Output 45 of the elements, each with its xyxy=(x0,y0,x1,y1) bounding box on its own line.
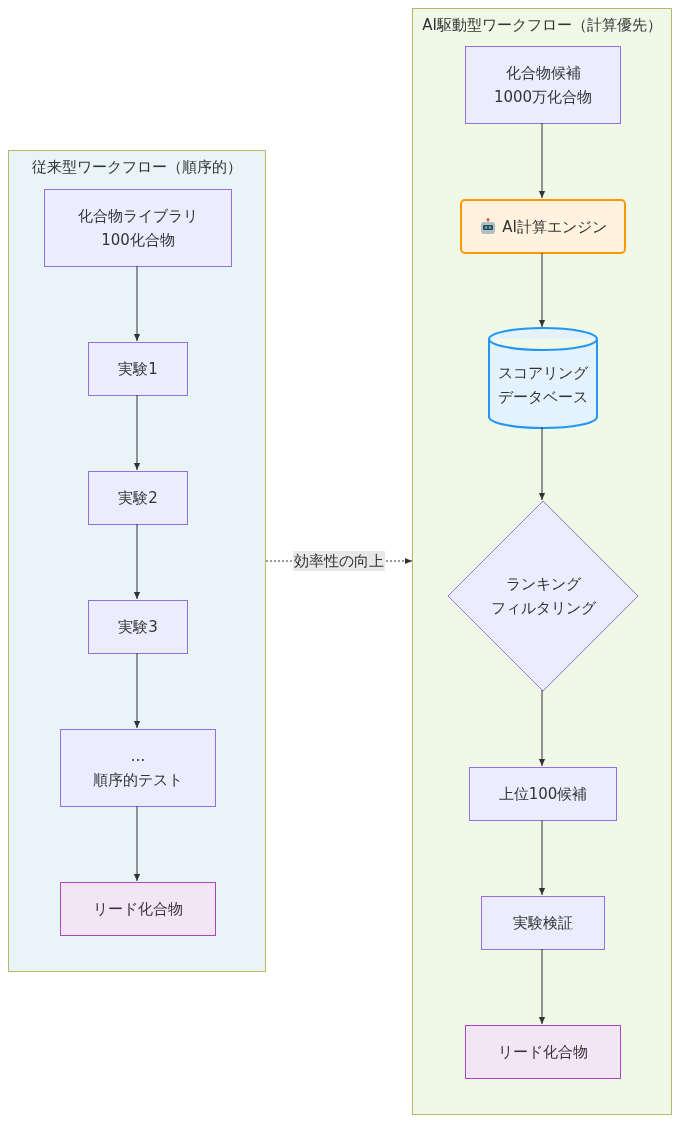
process-box xyxy=(469,767,617,821)
node-label: 実験2 xyxy=(118,488,158,509)
node-label: 実験3 xyxy=(118,617,158,638)
group-title: AI駆動型ワークフロー（計算優先） xyxy=(422,15,662,36)
process-box xyxy=(88,471,188,525)
process-box xyxy=(88,600,188,654)
node-label: ランキング xyxy=(505,574,581,595)
arrow xyxy=(133,652,141,729)
node-label: 上位100候補 xyxy=(498,784,588,805)
result-box xyxy=(60,882,216,936)
node-label: フィルタリング xyxy=(490,598,596,619)
process-box xyxy=(44,189,232,267)
node-label: 100化合物 xyxy=(101,230,175,251)
arrow xyxy=(538,122,546,199)
engine-box xyxy=(460,199,626,254)
result-box xyxy=(465,1025,621,1079)
node-label: 実験検証 xyxy=(513,913,573,934)
group-title: 従来型ワークフロー（順序的） xyxy=(32,157,242,178)
node-label: 化合物ライブラリ xyxy=(78,206,198,227)
node-label: 1000万化合物 xyxy=(493,87,593,108)
node-label: AI計算エンジン xyxy=(502,216,607,238)
group-panel xyxy=(412,8,672,1115)
arrow xyxy=(133,394,141,471)
arrow xyxy=(133,805,141,882)
process-box xyxy=(88,342,188,396)
arrow xyxy=(538,819,546,896)
arrow xyxy=(538,689,546,767)
edge-label: 効率性の向上 xyxy=(293,551,385,571)
node-label: 順序的テスト xyxy=(93,770,183,791)
group-panel xyxy=(8,150,266,972)
process-box xyxy=(481,896,605,950)
node-label: 化合物候補 xyxy=(505,63,581,84)
node-label: リード化合物 xyxy=(498,1042,588,1063)
arrow xyxy=(538,948,546,1025)
node-label: データベース xyxy=(498,387,588,408)
arrow xyxy=(538,252,546,328)
process-box xyxy=(465,46,621,124)
process-box xyxy=(60,729,216,807)
node-label: リード化合物 xyxy=(93,899,183,920)
node-label: 実験1 xyxy=(118,359,158,380)
arrow xyxy=(538,426,546,501)
node-label: スコアリング xyxy=(498,363,588,384)
arrow xyxy=(133,523,141,600)
arrow xyxy=(133,265,141,342)
node-label: ... xyxy=(130,746,146,767)
